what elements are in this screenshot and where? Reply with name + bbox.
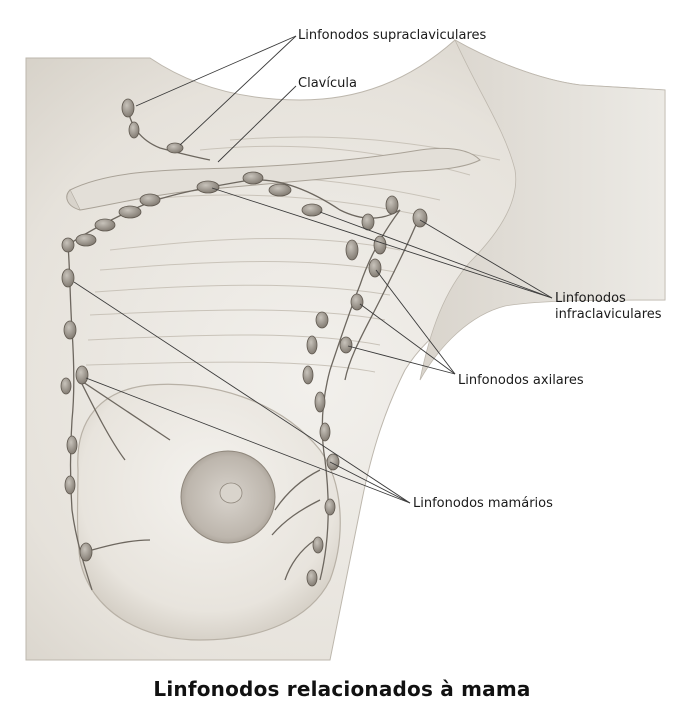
lymph-node xyxy=(140,194,160,206)
lymph-node xyxy=(95,219,115,231)
lymph-node xyxy=(313,537,323,553)
lymph-node xyxy=(243,172,263,184)
label-clavicula: Clavícula xyxy=(298,76,357,92)
lymph-node xyxy=(302,204,322,216)
lymph-node xyxy=(340,337,352,353)
lymph-node xyxy=(65,476,75,494)
label-infraclaviculares: Linfonodos infraclaviculares xyxy=(555,291,662,323)
figure-title: Linfonodos relacionados à mama xyxy=(0,677,684,701)
lymph-node xyxy=(67,436,77,454)
lymph-node xyxy=(197,181,219,193)
lymph-node xyxy=(325,499,335,515)
lymph-node xyxy=(303,366,313,384)
lymph-node xyxy=(386,196,398,214)
lymph-node xyxy=(327,454,339,470)
lymph-node xyxy=(62,238,74,252)
lymph-node xyxy=(122,99,134,117)
lymph-node xyxy=(119,206,141,218)
lymph-node xyxy=(307,336,317,354)
lymph-node xyxy=(129,122,139,138)
lymph-node xyxy=(316,312,328,328)
label-mamarios: Linfonodos mamários xyxy=(413,496,553,512)
lymph-node xyxy=(362,214,374,230)
lymph-node xyxy=(62,269,74,287)
lymph-node xyxy=(346,240,358,260)
lymph-node xyxy=(61,378,71,394)
lymph-node xyxy=(320,423,330,441)
lymph-node xyxy=(315,392,325,412)
lymph-node xyxy=(307,570,317,586)
lymph-node xyxy=(351,294,363,310)
lymph-node xyxy=(80,543,92,561)
lymph-node xyxy=(64,321,76,339)
lymph-node xyxy=(269,184,291,196)
lymph-node xyxy=(76,234,96,246)
lymph-node xyxy=(413,209,427,227)
lymph-node xyxy=(76,366,88,384)
nipple xyxy=(220,483,242,503)
label-axilares: Linfonodos axilares xyxy=(458,373,584,389)
label-supraclaviculares: Linfonodos supraclaviculares xyxy=(298,28,486,44)
lymph-node xyxy=(374,236,386,254)
